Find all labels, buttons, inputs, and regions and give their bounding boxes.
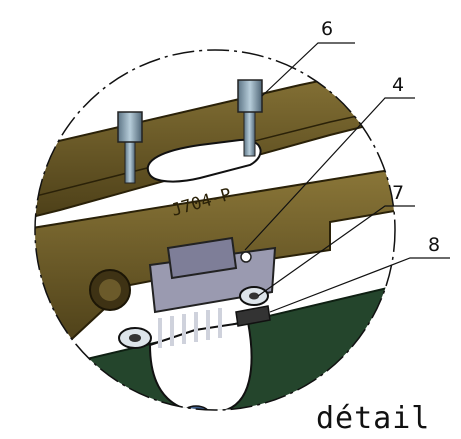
rail-slot [146,138,262,183]
standoff-screw-right [237,79,263,157]
detail-circle-outline [34,49,396,411]
callout-8: 8 [428,234,441,256]
lock-washer-left [118,327,152,349]
detail-caption: détail [316,401,431,436]
board-cutout [148,320,253,410]
connector-pins [158,308,222,348]
standoff-screw-left [117,111,143,184]
nut-right [235,305,271,327]
leader-lines [244,42,450,313]
connector-shell [166,236,238,280]
nut-bottom [181,405,211,410]
lock-washer-right [239,286,269,306]
callout-6: 6 [321,18,334,40]
callout-4: 4 [392,74,405,96]
callout-7: 7 [392,182,405,204]
